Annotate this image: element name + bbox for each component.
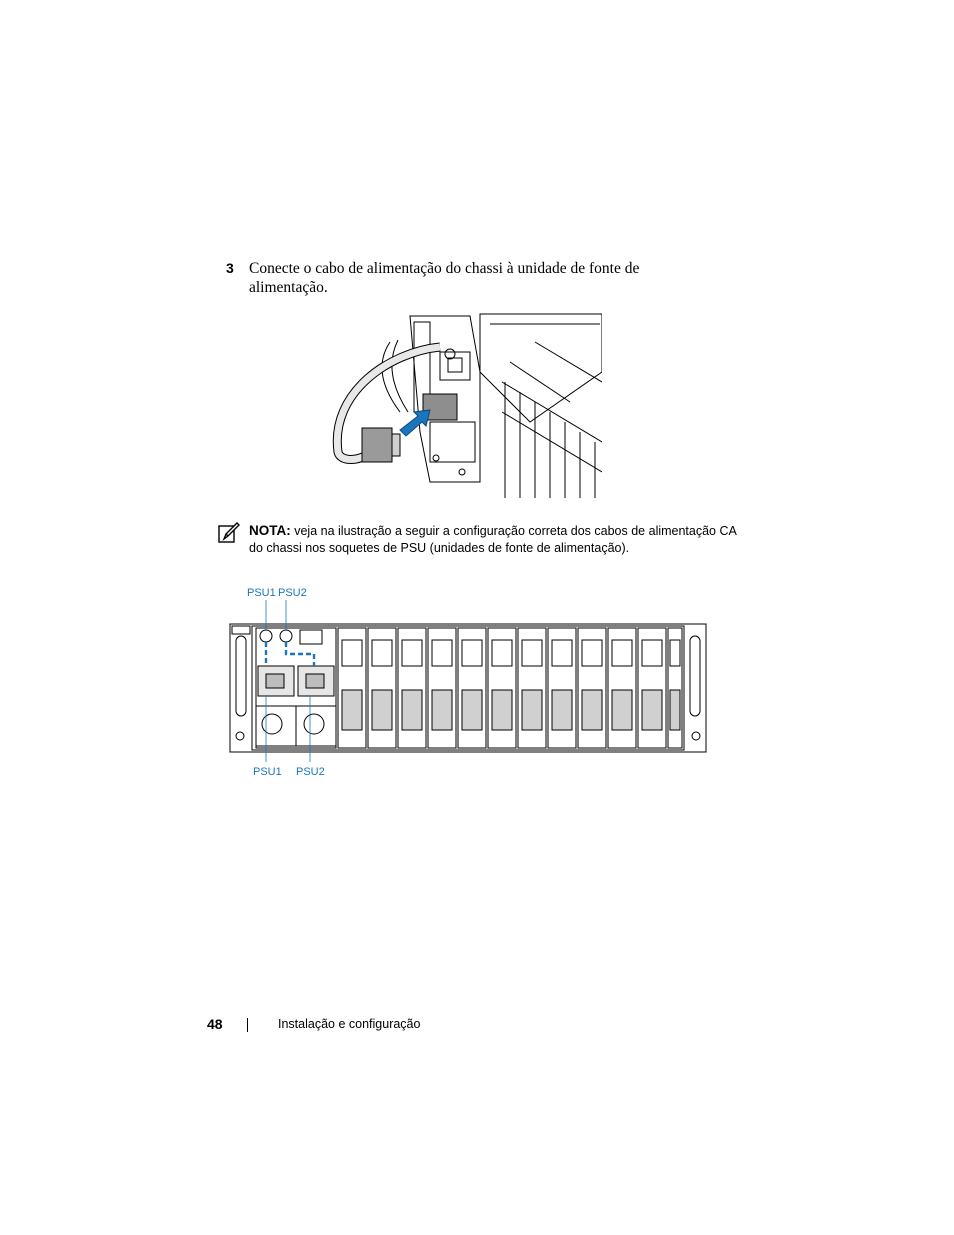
sled [577, 627, 607, 749]
power-cable-connection-illustration [332, 313, 602, 498]
footer-section-title: Instalação e configuração [278, 1017, 421, 1031]
sled [637, 627, 667, 749]
sled [427, 627, 457, 749]
step-instruction: Conecte o cabo de alimentação do chassi … [249, 260, 640, 296]
callout-top-psu1: PSU1 [247, 587, 276, 599]
callout-bottom-psu2: PSU2 [296, 766, 325, 778]
callout-bottom-psu1: PSU1 [253, 766, 282, 778]
sled [367, 627, 397, 749]
sled [397, 627, 427, 749]
sled [667, 627, 683, 749]
sled [337, 627, 367, 749]
pencil-note-icon [218, 522, 240, 543]
sled [517, 627, 547, 749]
callout-top-psu2: PSU2 [278, 587, 307, 599]
note-body: veja na ilustração a seguir a configuraç… [249, 524, 737, 555]
server-sleds [337, 627, 683, 749]
note-paragraph: NOTA: veja na ilustração a seguir a conf… [249, 522, 749, 557]
chassis-rear-view-illustration: PSU1 PSU2 PSU1 PSU2 [229, 587, 707, 778]
sled [487, 627, 517, 749]
sled [607, 627, 637, 749]
sled [547, 627, 577, 749]
note-label: NOTA: [249, 523, 291, 538]
step-number: 3 [226, 260, 234, 276]
sled [457, 627, 487, 749]
footer-divider [247, 1018, 248, 1032]
page-number: 48 [207, 1016, 223, 1032]
